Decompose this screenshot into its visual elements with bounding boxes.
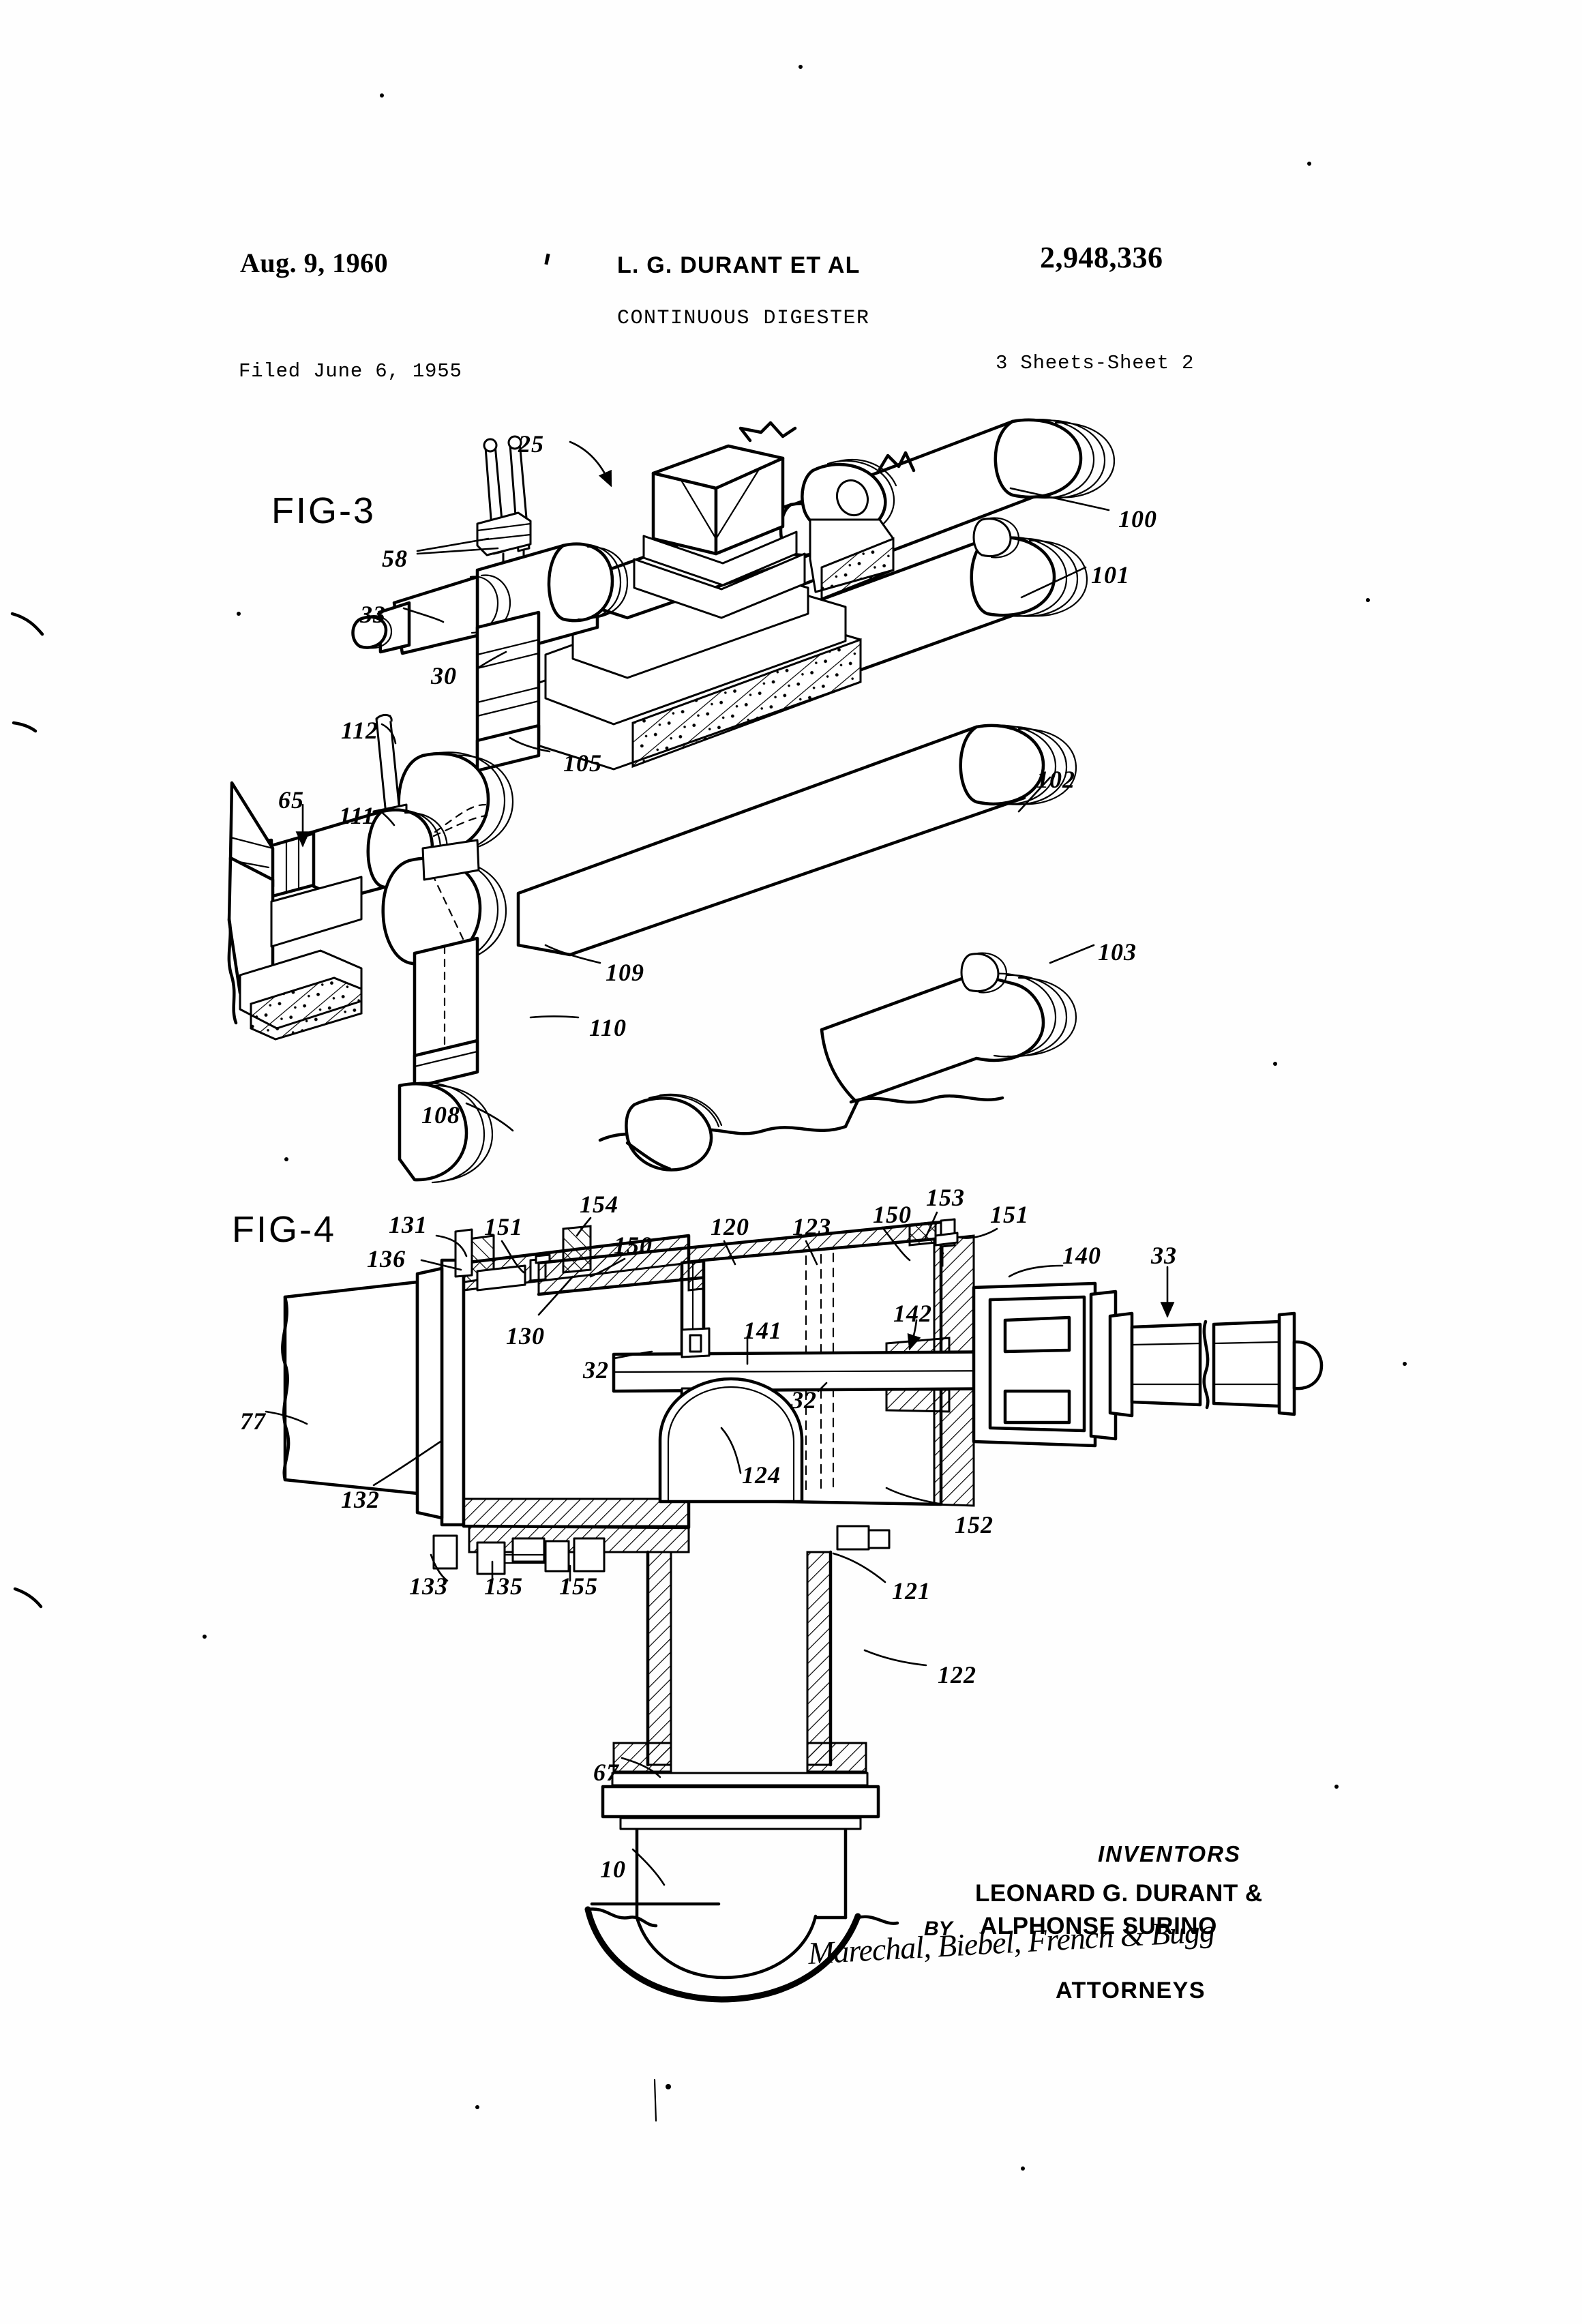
fig3-junction-109 [381, 839, 507, 1184]
fig4-nozzle-67 [584, 1828, 899, 2003]
inventor-line: L. G. DURANT ET AL [617, 252, 861, 278]
fig3-ref-105: 105 [563, 749, 602, 777]
fig4-ref-77: 77 [240, 1407, 266, 1435]
fig4-housing-right [612, 1234, 1039, 1507]
patent-date: Aug. 9, 1960 [240, 248, 389, 278]
fig4-discharge-pipe-121 [601, 1550, 880, 1830]
fig4-ref-132: 132 [341, 1486, 380, 1513]
fig4-ref-152: 152 [955, 1511, 994, 1538]
fig4-ref-32: 32 [791, 1386, 817, 1414]
filing-date: Filed June 6, 1955 [239, 360, 462, 383]
fig3-tube-103 [598, 952, 1077, 1142]
fig4-ref-121: 121 [892, 1577, 931, 1605]
fig3-ref-101: 101 [1091, 561, 1130, 589]
fig3-ref-102: 102 [1036, 766, 1075, 793]
fig4-ref-32: 32 [583, 1356, 609, 1384]
fig4-ref-130: 130 [506, 1322, 545, 1350]
fig3-feeder-assembly [517, 421, 916, 771]
fig4-ref-155: 155 [559, 1573, 598, 1600]
fig4-top-bolts-left [454, 1225, 592, 1292]
fig4-ref-10: 10 [600, 1856, 626, 1883]
fig4-ref-131: 131 [389, 1211, 428, 1238]
fig4-top-bolts-right [908, 1218, 959, 1248]
fig3-ref-65: 65 [278, 786, 304, 814]
fig3-ref-111: 111 [339, 802, 376, 829]
fig4-ref-151: 151 [484, 1213, 523, 1240]
fig4-ref-120: 120 [711, 1213, 749, 1240]
inventor-name-1: LEONARD G. DURANT & [975, 1880, 1263, 1907]
fig3-ref-110: 110 [589, 1014, 627, 1041]
fig4-ref-140: 140 [1062, 1242, 1101, 1269]
fig3-ref-109: 109 [606, 959, 644, 986]
fig4-ref-141: 141 [743, 1317, 782, 1344]
fig4-flange-136 [415, 1258, 466, 1527]
fig4-ref-124: 124 [742, 1461, 781, 1489]
fig3-ref-25: 25 [518, 430, 544, 458]
fig4-ref-67: 67 [593, 1759, 619, 1786]
fig3-ref-112: 112 [341, 717, 379, 744]
fig3-ref-100: 100 [1118, 505, 1157, 533]
fig4-ref-142: 142 [893, 1300, 932, 1327]
patent-number: 2,948,336 [1040, 241, 1163, 274]
figure-label-fig3: FIG-3 [271, 490, 376, 531]
fig4-ref-133: 133 [409, 1573, 448, 1600]
fig3-leaders [295, 441, 1110, 1132]
by-label: BY [924, 1918, 953, 1940]
inventors-heading: INVENTORS [1098, 1841, 1241, 1866]
fig3-tube-100 [612, 418, 1116, 636]
fig3-ref-33: 33 [360, 601, 386, 628]
sheet-count: 3 Sheets-Sheet 2 [996, 352, 1195, 374]
fig3-ref-103: 103 [1098, 938, 1137, 966]
scan-artifact-tick [544, 253, 550, 265]
fig4-ref-153: 153 [926, 1184, 965, 1211]
fig4-conduit-77 [281, 1280, 419, 1495]
fig4-ref-154: 154 [580, 1191, 618, 1218]
fig4-ref-136: 136 [367, 1245, 406, 1272]
fig3-tube-101 [557, 517, 1088, 760]
fig4-ref-150: 150 [873, 1201, 912, 1228]
fig4-top-fragment [625, 1093, 723, 1172]
patent-title: CONTINUOUS DIGESTER [617, 307, 870, 330]
fig4-ref-151: 151 [990, 1201, 1029, 1228]
fig4-ref-150: 150 [614, 1232, 653, 1259]
inventor-name-2: ALPHONSE SURINO [980, 1913, 1217, 1939]
fig4-bottom-bolts [432, 1525, 891, 1575]
fig4-drive-block [972, 1281, 1324, 1448]
fig3-ref-108: 108 [421, 1101, 460, 1129]
fig4-ref-123: 123 [792, 1213, 831, 1240]
fig4-ref-33: 33 [1151, 1242, 1177, 1269]
fig3-ref-30: 30 [431, 662, 457, 689]
fig4-leaders [265, 1211, 1175, 1886]
figure-label-fig4: FIG-4 [232, 1209, 337, 1250]
fig3-ref-58: 58 [382, 545, 408, 572]
fig3-valve-tee-30 [351, 435, 629, 773]
fig3-junction-105 [227, 714, 514, 1041]
attorneys-label: ATTORNEYS [1056, 1978, 1206, 2003]
fig4-ref-122: 122 [938, 1661, 976, 1688]
fig4-ref-135: 135 [484, 1573, 523, 1600]
